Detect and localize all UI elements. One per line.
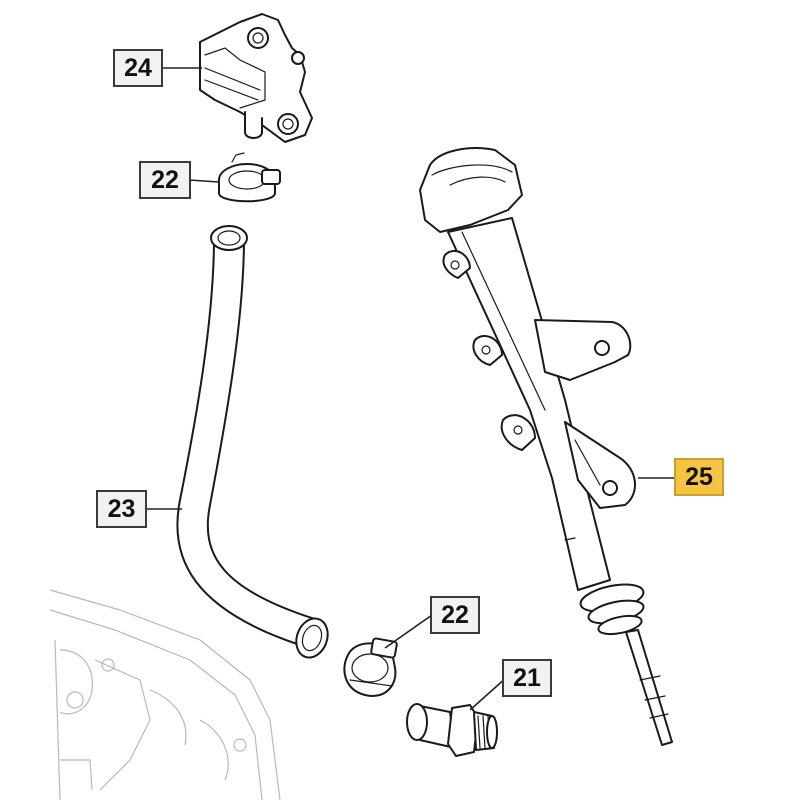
callout-23[interactable]: 23 — [96, 490, 147, 528]
part-22-hose-clamp-bottom[interactable] — [343, 637, 398, 697]
part-21-fitting[interactable] — [406, 703, 498, 757]
callout-25[interactable]: 25 — [674, 458, 724, 496]
part-25-dipstick-tube[interactable] — [419, 147, 673, 746]
engine-block-ghost — [49, 589, 281, 800]
callout-22-top[interactable]: 22 — [139, 161, 191, 199]
part-24-sensor-bracket[interactable] — [199, 13, 313, 143]
part-22-hose-clamp-top[interactable] — [218, 152, 281, 203]
callout-21[interactable]: 21 — [502, 659, 552, 697]
part-23-hose[interactable] — [176, 225, 333, 662]
leader-lines — [145, 67, 676, 711]
callout-24[interactable]: 24 — [113, 49, 163, 87]
callout-22-bottom[interactable]: 22 — [430, 596, 480, 634]
